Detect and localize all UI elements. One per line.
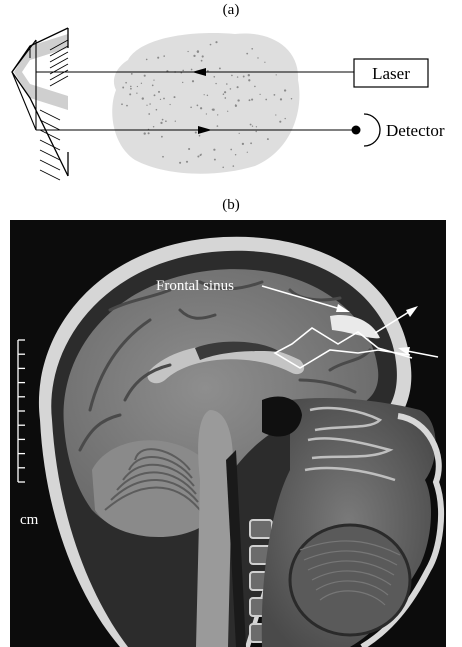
laser-scattering-diagram: Laser Detector (0, 0, 462, 195)
detector-dot (352, 126, 361, 135)
panel-b-label: (b) (211, 197, 251, 214)
mri-head-sagittal: Frontal sinus cm (0, 220, 462, 647)
laser-label: Laser (372, 64, 410, 83)
frontal-sinus-label: Frontal sinus (156, 278, 234, 294)
corner-mirror (12, 28, 68, 180)
detector-cup (364, 114, 380, 146)
brainstem (196, 410, 233, 647)
detector-label: Detector (386, 121, 445, 140)
scale-unit-label: cm (20, 512, 39, 528)
scattering-medium (112, 33, 299, 174)
